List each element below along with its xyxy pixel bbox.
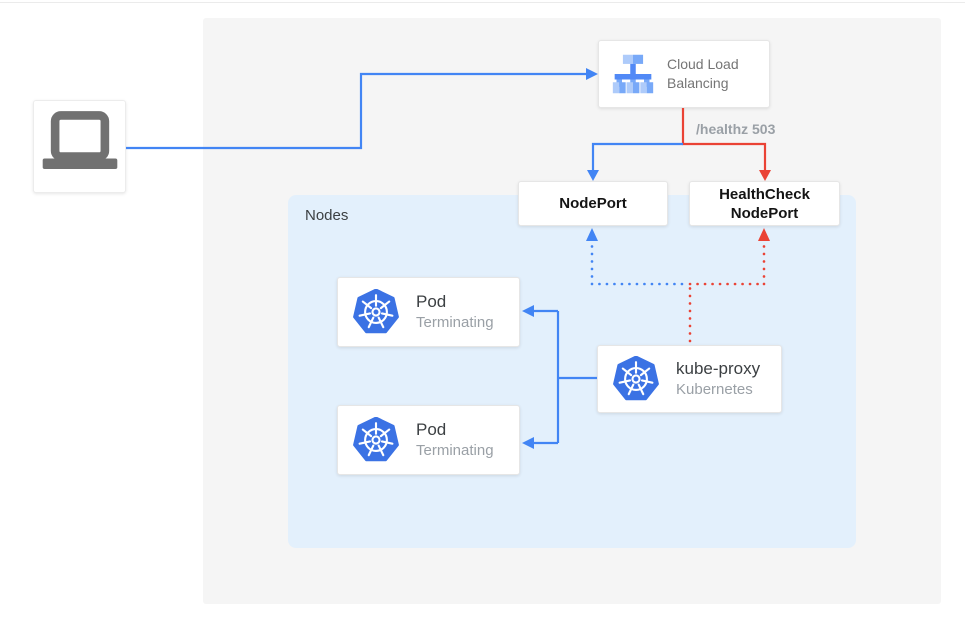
- pod-title: Pod: [416, 420, 447, 439]
- kube-proxy-title: kube-proxy: [676, 359, 761, 378]
- healthcheck-nodeport-label: HealthCheck NodePort: [719, 185, 810, 222]
- cloud-load-balancing-node: Cloud Load Balancing: [598, 40, 770, 108]
- nodeport-node: NodePort: [518, 181, 668, 226]
- client-node: [33, 100, 126, 193]
- kube-proxy-node: kube-proxy Kubernetes: [597, 345, 782, 413]
- pod-node-1: Pod Terminating: [337, 277, 520, 347]
- nodes-label: Nodes: [305, 207, 349, 224]
- pod-title: Pod: [416, 292, 447, 311]
- kube-proxy-subtitle: Kubernetes: [676, 381, 753, 398]
- pod-status: Terminating: [416, 442, 494, 459]
- pod-node-2: Pod Terminating: [337, 405, 520, 475]
- kubernetes-helm-icon: [353, 289, 399, 335]
- laptop-icon: [36, 103, 124, 191]
- healthcheck-nodeport-node: HealthCheck NodePort: [689, 181, 840, 226]
- kubernetes-helm-icon: [353, 417, 399, 463]
- healthz-status-label: /healthz 503: [696, 121, 776, 137]
- cloud-load-balancing-icon: [611, 52, 655, 96]
- cloud-load-balancing-label: Cloud Load Balancing: [667, 56, 739, 91]
- top-divider: [0, 2, 965, 3]
- pod-status: Terminating: [416, 314, 494, 331]
- nodeport-label: NodePort: [559, 195, 627, 212]
- kubernetes-helm-icon: [613, 356, 659, 402]
